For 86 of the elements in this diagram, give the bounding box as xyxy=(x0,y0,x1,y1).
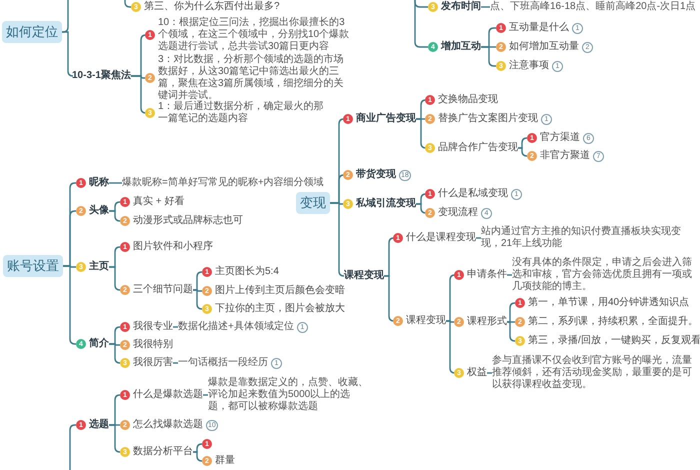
topic-label: 第一，单节课，用40分钟讲透知识点 xyxy=(528,297,690,309)
topic-label: 数据分析平台 xyxy=(133,446,193,458)
connector-line xyxy=(481,6,490,8)
note-text: 10：根据定位三问法，挖掘出你最擅长的3个领域，在这三个领域中，分别找10个爆款选题进行尝试，总共尝试30篇日更内容 xyxy=(158,17,350,53)
topic-label: 课程形式 xyxy=(467,316,507,328)
topic-label: 私域引流变现 xyxy=(356,198,416,210)
connector-line xyxy=(446,320,456,374)
note-text: 爆款昵称=简单好写常见的昵称+内容细分领域 xyxy=(122,177,324,189)
note-text: 参与直播课不仅会收到官方账号的曝光，流量推荐倾斜，还有活动现金奖励，最重要的是可以获得课程收益变现。 xyxy=(492,355,694,391)
connector-line xyxy=(518,147,528,157)
connector-line xyxy=(416,203,427,214)
topic-label: 带货变现 xyxy=(356,169,396,181)
topic-label: 10-3-1聚焦法 xyxy=(72,70,131,82)
topic-label: 我很特别 xyxy=(133,339,173,351)
topic-label: 头像 xyxy=(89,205,109,217)
topic-label: 课程变现 xyxy=(406,315,446,327)
topic-label: 如何增加互动量 xyxy=(509,41,579,53)
note-text: 站内通过官方主推的知识付费直播板块实现变现，21年上线功能 xyxy=(481,226,693,250)
topic-label: 图片上传到主页后颜色会变暗 xyxy=(215,285,345,297)
topic-label: 非官方聚道 xyxy=(540,150,590,162)
connector-line xyxy=(193,289,203,310)
topic-label: 权益 xyxy=(467,367,487,379)
connector-line xyxy=(109,343,121,364)
central-topic: 如何定位 xyxy=(2,21,62,43)
topic-label: 真实 + 好看 xyxy=(133,196,184,208)
topic-label: 什么是爆款选题 xyxy=(133,389,203,401)
connector-line xyxy=(487,372,492,374)
connector-line xyxy=(130,75,147,114)
connector-line xyxy=(62,0,69,33)
topic-label: 昵称 xyxy=(89,177,109,189)
topic-label: 交换物品变现 xyxy=(438,94,498,106)
topic-label: 第三、你为什么东西付出最多? xyxy=(144,1,280,13)
connector-line xyxy=(109,210,121,222)
topic-label: 什么是私域变现 xyxy=(438,188,508,200)
note-text: 一句话概括一段经历 xyxy=(178,357,268,369)
topic-label: 选题 xyxy=(89,419,109,431)
note-text: 点、下班高峰16-18点、睡前高峰20点-次日1点 xyxy=(490,1,696,13)
connector-line xyxy=(62,31,74,77)
connector-line xyxy=(109,266,121,291)
topic-label: 我很厉害 xyxy=(133,357,173,369)
topic-label: 商业广告变现 xyxy=(356,113,416,125)
topic-label: 互动量是什么 xyxy=(509,22,569,34)
note-text: 1：最后通过数据分析，确定最火的那一篇笔记的选题内容 xyxy=(158,101,325,125)
central-topic: 账号设置 xyxy=(3,255,63,277)
topic-label: 群量 xyxy=(215,455,235,467)
connector-line xyxy=(481,46,496,67)
connector-line xyxy=(507,302,516,323)
topic-label: 第二，系列课，持续积累，全面提升。 xyxy=(528,316,698,328)
connector-line xyxy=(173,362,178,364)
topic-label: 简介 xyxy=(89,338,109,350)
topic-label: 变现流程 xyxy=(438,207,478,219)
connector-line xyxy=(109,182,122,184)
topic-label: 发布时间 xyxy=(441,1,481,13)
topic-label: 主页图长为5:4 xyxy=(215,266,279,278)
connector-line xyxy=(414,0,428,8)
connector-line xyxy=(124,0,131,8)
note-text: 数据化描述+具体领域定位 xyxy=(178,321,294,333)
connector-line xyxy=(173,326,178,328)
connector-line xyxy=(109,424,121,453)
topic-label: 图片软件和小程序 xyxy=(133,241,213,253)
topic-label: 品牌合作广告变现 xyxy=(438,142,518,154)
topic-label: 增加互动 xyxy=(441,41,481,53)
connector-line xyxy=(507,274,512,276)
connector-line xyxy=(384,275,395,322)
topic-label: 怎么找爆款选题 xyxy=(133,419,203,431)
topic-label: 注意事项 xyxy=(509,60,549,72)
connector-line xyxy=(476,237,481,239)
note-text: 爆款是靠数据定义的，点赞、收藏、评论加起来数值为5000以上的选题，都可以被称爆款选题 xyxy=(208,377,370,413)
topic-label: 下拉你的主页，图片会被放大 xyxy=(215,303,345,315)
topic-label: 三个细节问题 xyxy=(133,284,193,296)
note-text: 3：对比数据，分析那个领域的选题的市场数据好，从这30篇笔记中筛选出最火的三篇，聚焦在这3篇所属领域，细挖细分的关键词并尝试。 xyxy=(158,54,345,101)
central-topic: 变现 xyxy=(296,192,330,214)
topic-label: 主页 xyxy=(89,261,109,273)
topic-label: 申请条件 xyxy=(467,269,507,281)
topic-label: 动漫形式或品牌标志也可 xyxy=(133,215,243,227)
connector-line xyxy=(193,451,203,462)
connector-line xyxy=(416,118,427,149)
topic-label: 替换广告文案图片变现 xyxy=(438,113,538,125)
topic-label: 我很专业 xyxy=(133,321,173,333)
topic-label: 官方渠道 xyxy=(540,132,580,144)
topic-label: 课程变现 xyxy=(344,270,384,282)
connector-line xyxy=(507,321,516,342)
connector-line xyxy=(203,394,208,396)
topic-label: 第三，录播/回放，一键购买，反复观看 xyxy=(528,335,700,347)
note-text: 没有具体的条件限定，申请之后会进入筛选和审核，官方会筛选优质且拥有一项或几项技能的博主。 xyxy=(512,257,694,293)
topic-label: 什么是课程变现 xyxy=(406,232,476,244)
